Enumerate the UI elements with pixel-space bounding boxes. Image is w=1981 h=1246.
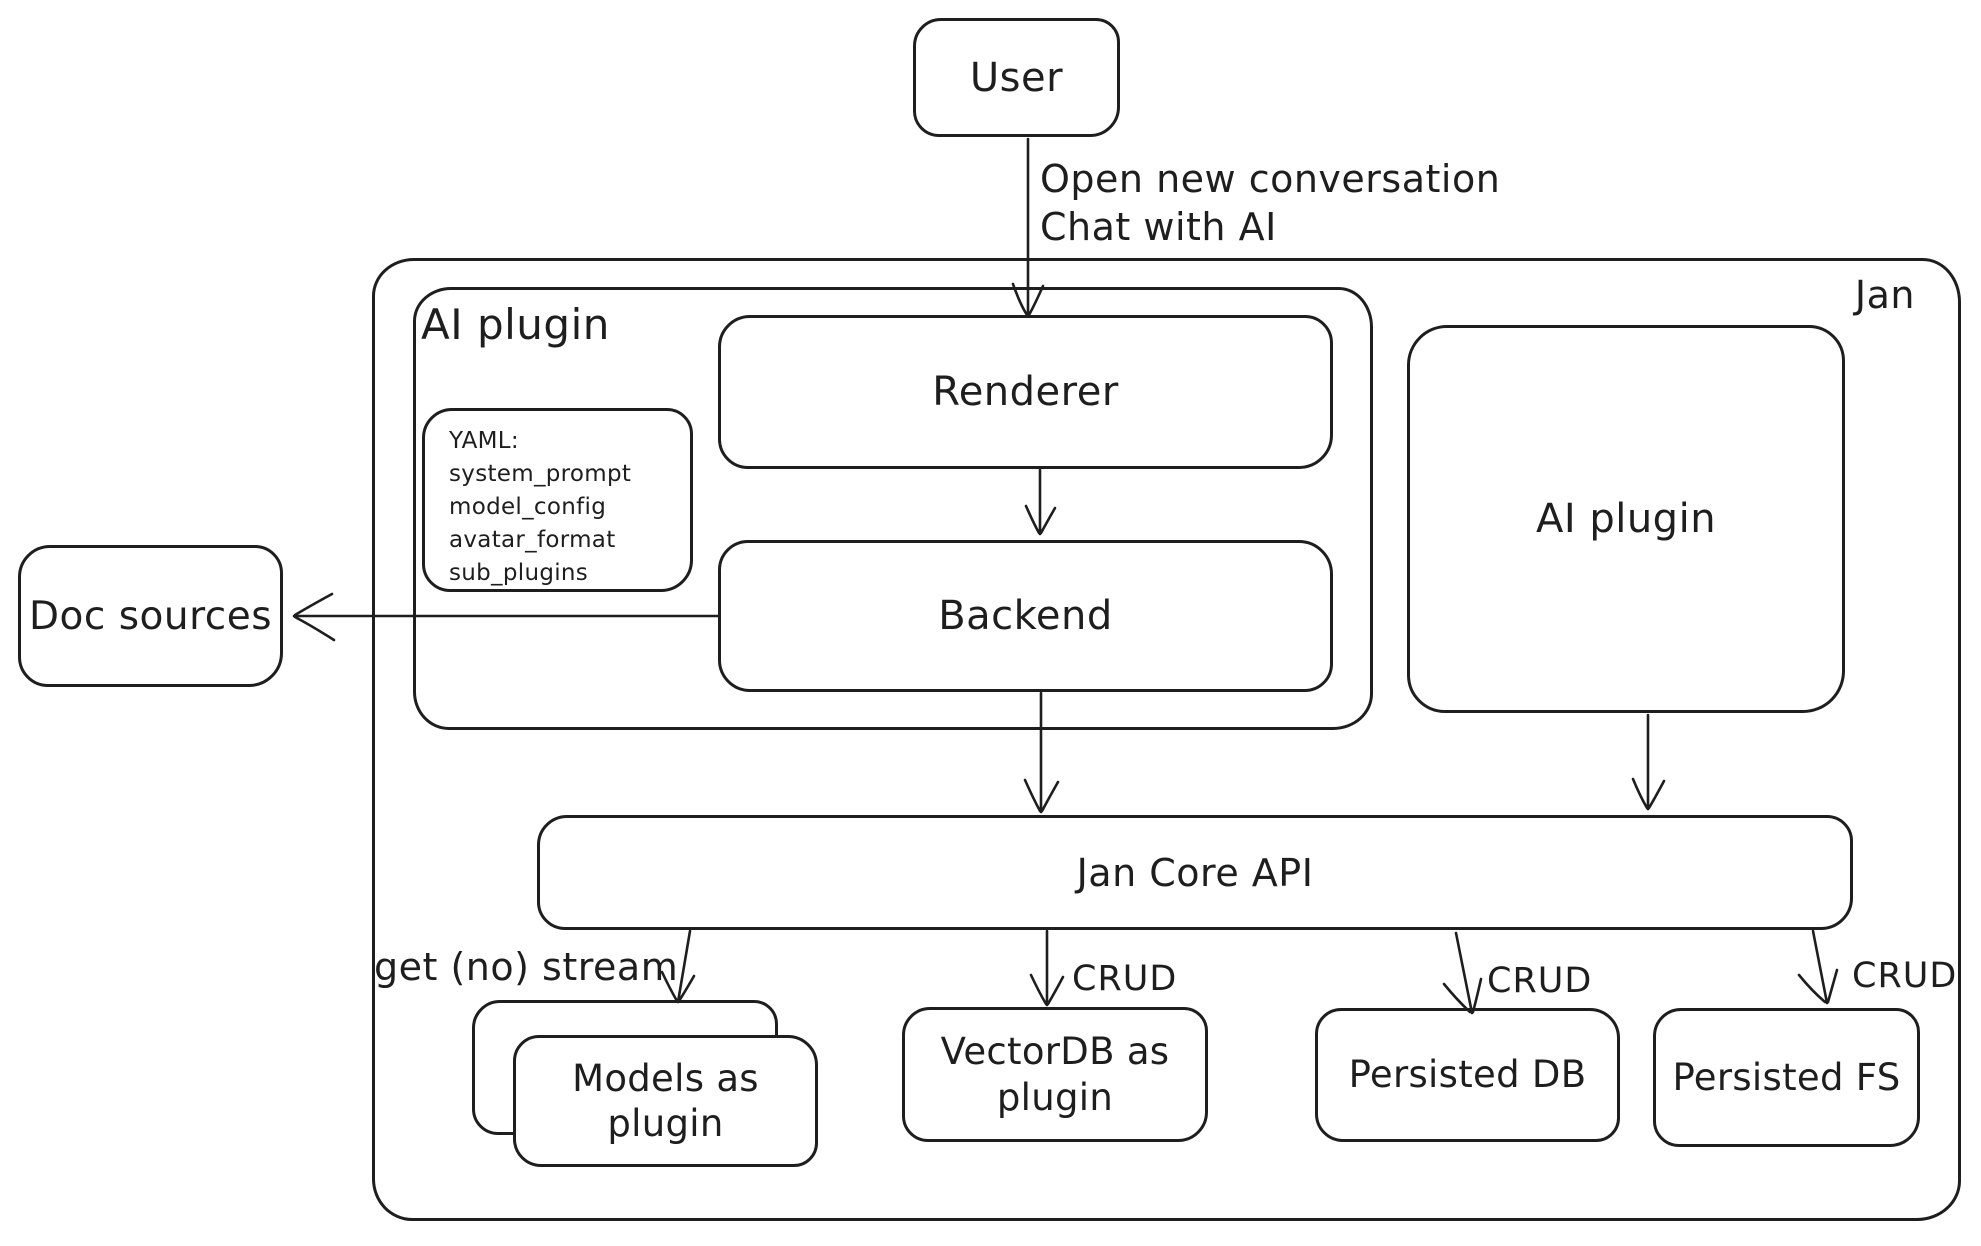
ai-plugin-box: AI plugin <box>1407 325 1845 713</box>
edge-label-crud-persisted-fs: CRUD <box>1852 956 1958 996</box>
doc-sources-label: Doc sources <box>28 593 273 639</box>
ai-plugin-label: AI plugin <box>1535 496 1717 542</box>
yaml-note-line: sub_plugins <box>449 560 589 586</box>
persisted-fs-box: Persisted FS <box>1653 1008 1920 1147</box>
yaml-note-line: system_prompt <box>449 461 632 487</box>
vectordb-label: VectorDB as plugin <box>940 1030 1170 1119</box>
edge-label-get-no-stream: get (no) stream <box>374 945 679 989</box>
backend-box: Backend <box>718 540 1333 692</box>
renderer-label: Renderer <box>932 369 1119 415</box>
yaml-note-text: YAML: system_prompt model_config avatar_… <box>449 425 631 590</box>
renderer-box: Renderer <box>718 315 1333 469</box>
persisted-db-label: Persisted DB <box>1348 1053 1587 1097</box>
yaml-note-line: model_config <box>449 494 607 520</box>
models-plugin-box: Models as plugin <box>513 1035 818 1167</box>
ai-plugin-container-label: AI plugin <box>421 300 610 349</box>
yaml-note: YAML: system_prompt model_config avatar_… <box>422 408 693 592</box>
edge-label-crud-persisted-db: CRUD <box>1487 961 1593 1001</box>
vectordb-box: VectorDB as plugin <box>902 1007 1208 1142</box>
jan-core-api-bar: Jan Core API <box>537 815 1853 930</box>
persisted-db-box: Persisted DB <box>1315 1008 1620 1142</box>
models-plugin-label: Models as plugin <box>572 1056 759 1145</box>
yaml-note-line: avatar_format <box>449 527 616 553</box>
edge-label-crud-vectordb: CRUD <box>1072 959 1178 999</box>
jan-core-api-label: Jan Core API <box>1076 850 1314 895</box>
ai-plugin-container <box>413 287 1373 730</box>
edge-label-chat-with-ai: Chat with AI <box>1040 205 1277 249</box>
jan-label: Jan <box>1854 273 1915 317</box>
user-label: User <box>969 54 1064 101</box>
doc-sources-box: Doc sources <box>18 545 283 687</box>
user-box: User <box>913 18 1120 137</box>
persisted-fs-label: Persisted FS <box>1672 1055 1901 1099</box>
jan-container <box>372 258 1961 1221</box>
edge-label-open-conversation: Open new conversation <box>1040 157 1501 201</box>
backend-label: Backend <box>938 593 1113 639</box>
yaml-note-line: YAML: <box>449 428 519 454</box>
